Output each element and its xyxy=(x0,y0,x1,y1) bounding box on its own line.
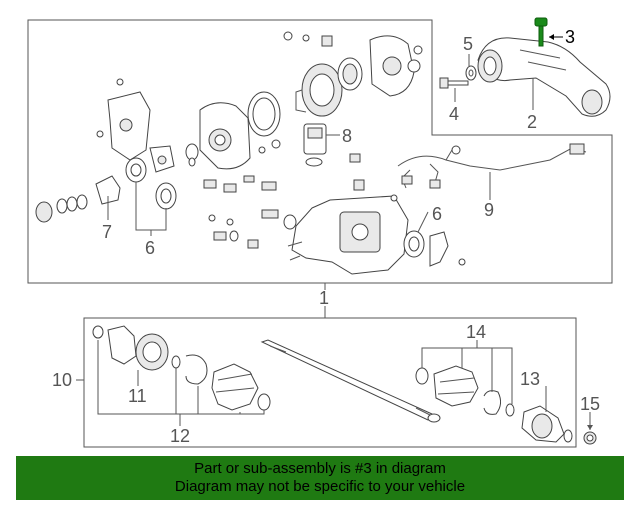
callout-13: 13 xyxy=(520,369,540,389)
callout-6b: 6 xyxy=(432,204,442,224)
differential-case-exploded xyxy=(35,31,423,249)
banner-line-2: Diagram may not be specific to your vehi… xyxy=(174,478,466,495)
callout-1: 1 xyxy=(319,288,329,308)
callout-3: 3 xyxy=(565,27,575,47)
outer-cv-joint-part-11[interactable] xyxy=(92,325,169,371)
callout-11: 11 xyxy=(128,386,147,406)
inner-cv-joint-part-13[interactable] xyxy=(521,405,573,443)
callout-2: 2 xyxy=(527,112,537,132)
upper-assembly-frame xyxy=(27,19,613,284)
callout-10: 10 xyxy=(52,370,72,390)
callout-7: 7 xyxy=(102,222,112,242)
nut-part-15[interactable] xyxy=(583,431,597,445)
sensor-part-8[interactable] xyxy=(303,123,327,167)
arrowhead-3 xyxy=(549,34,554,40)
bolt-part-3[interactable] xyxy=(534,17,548,47)
transfer-case-housing xyxy=(287,153,466,275)
banner-line-1: Part or sub-assembly is #3 in diagram xyxy=(194,460,446,477)
boot-kit-part-12[interactable] xyxy=(171,354,271,411)
leader-6b xyxy=(417,211,429,233)
washer-part-5[interactable] xyxy=(465,65,477,81)
leader-14 xyxy=(421,340,513,404)
drive-shaft xyxy=(260,339,441,423)
lower-assembly-frame xyxy=(83,317,577,448)
boot-kit-part-14[interactable] xyxy=(415,365,515,417)
leader-12 xyxy=(97,340,265,426)
callout-9: 9 xyxy=(484,200,494,220)
info-banner: Part or sub-assembly is #3 in diagram Di… xyxy=(16,456,624,500)
callout-6a: 6 xyxy=(145,238,155,258)
bolt-part-4[interactable] xyxy=(439,77,469,89)
callout-5: 5 xyxy=(463,34,473,54)
callout-14: 14 xyxy=(466,322,486,342)
callout-4: 4 xyxy=(449,104,459,124)
wire-harness-part-9[interactable] xyxy=(397,143,587,189)
callout-15: 15 xyxy=(580,394,600,414)
callout-8: 8 xyxy=(342,126,352,146)
callout-12: 12 xyxy=(170,426,190,446)
leader-6a xyxy=(135,182,167,236)
arrowhead-15 xyxy=(587,425,593,430)
mount-bracket-part-2[interactable] xyxy=(477,37,611,117)
